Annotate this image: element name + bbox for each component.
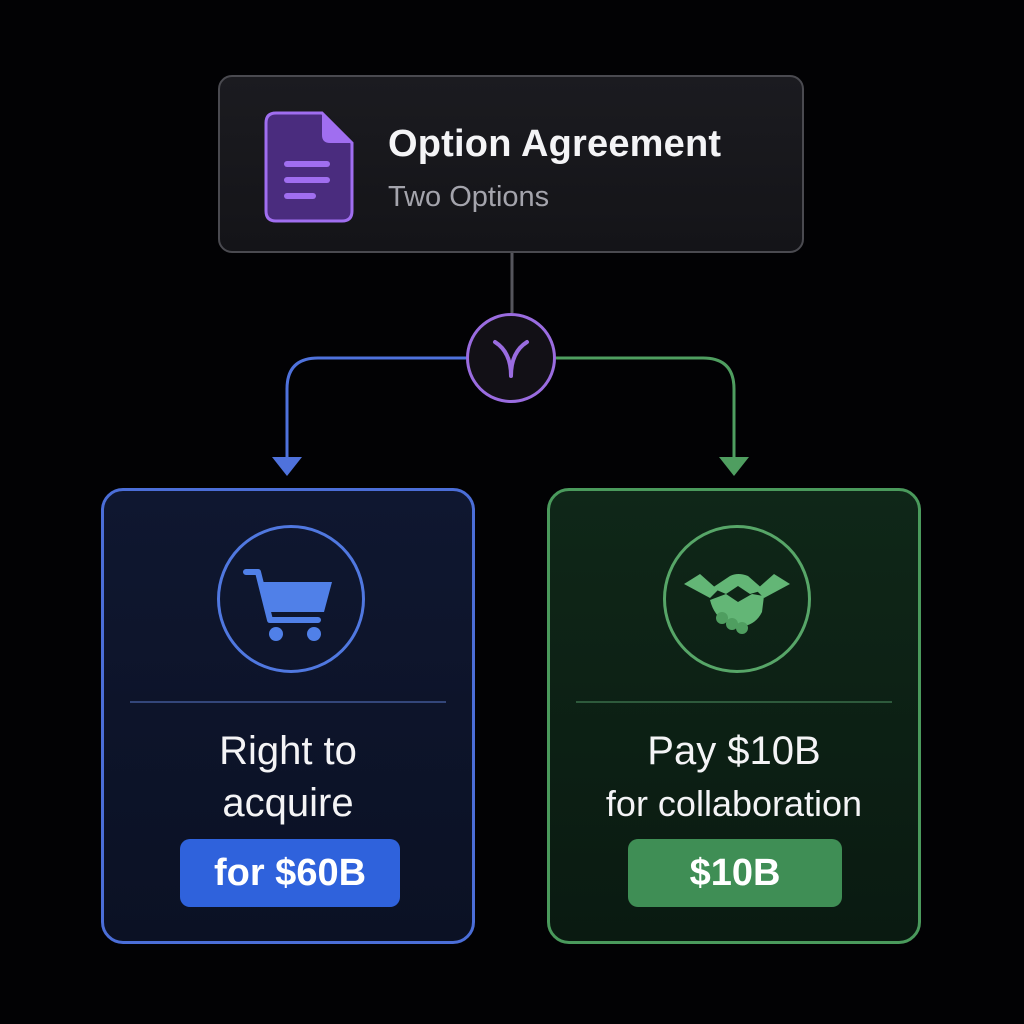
option-heading-line-2: acquire (222, 781, 354, 825)
card-divider (130, 701, 446, 703)
option-heading-line-2: for collaboration (605, 783, 863, 824)
diagram-subtitle: Two Options (388, 181, 550, 213)
left-branch-arrow (285, 356, 466, 458)
shopping-cart-icon (243, 569, 332, 641)
option-heading-line-1: Right to (219, 729, 357, 773)
price-badge: for $60B (180, 839, 400, 907)
cart-icon-circle (217, 525, 365, 673)
option-heading-line-1: Pay $10B (647, 729, 821, 773)
document-icon (264, 111, 354, 223)
option-card-acquire: Right to acquire for $60B (101, 488, 475, 944)
option-card-collaboration: Pay $10B for collaboration $10B (547, 488, 921, 944)
split-node (466, 313, 556, 403)
card-divider (576, 701, 892, 703)
amount-badge: $10B (628, 839, 842, 907)
split-branch-icon (493, 340, 529, 378)
diagram-title: Option Agreement (388, 123, 722, 165)
handshake-icon-circle (663, 525, 811, 673)
option-agreement-card: Option Agreement Two Options (218, 75, 804, 253)
right-branch-arrow (556, 356, 736, 458)
right-arrowhead (719, 457, 749, 476)
left-arrowhead (272, 457, 302, 476)
handshake-icon (684, 574, 790, 634)
